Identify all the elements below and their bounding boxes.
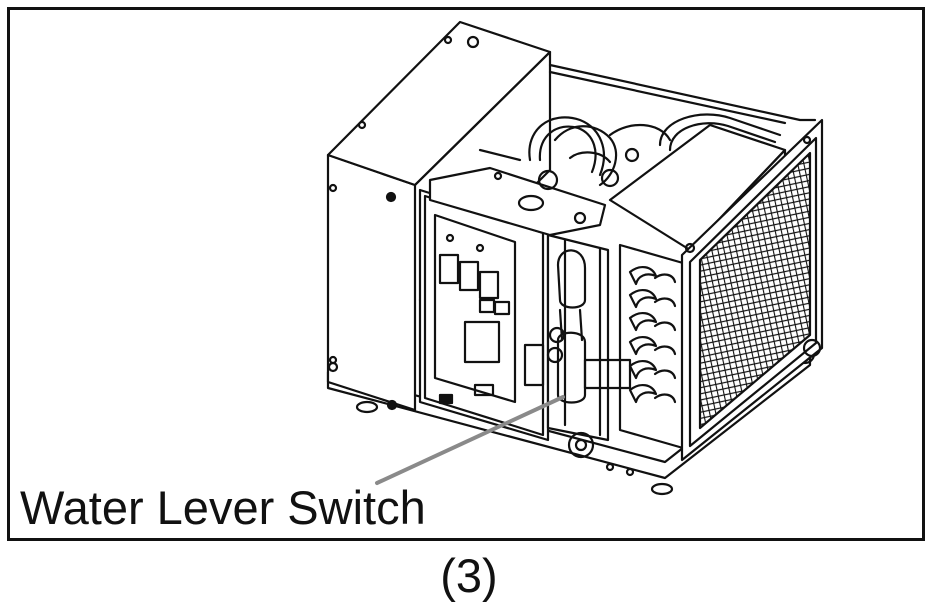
relay-2 bbox=[458, 260, 480, 292]
pipe-loop-2 bbox=[553, 125, 618, 187]
callout-label: Water Lever Switch bbox=[20, 481, 426, 534]
relay-3 bbox=[478, 270, 500, 300]
unit-illustration bbox=[326, 20, 824, 496]
rear-top-rail bbox=[548, 63, 817, 122]
figure-frame bbox=[7, 7, 925, 541]
callout-leader-line bbox=[375, 395, 565, 485]
foot-front-left bbox=[355, 400, 379, 414]
pipe-rear bbox=[658, 113, 782, 147]
pipe-loop-1 bbox=[528, 116, 605, 177]
foot-front-right bbox=[650, 482, 674, 496]
grille-mesh bbox=[698, 151, 812, 430]
transformer bbox=[463, 320, 501, 364]
control-board bbox=[433, 213, 517, 404]
pipe-loop-3 bbox=[608, 123, 672, 142]
float-tube bbox=[556, 249, 587, 309]
figure-number: (3) bbox=[440, 549, 498, 602]
bracket-top bbox=[428, 166, 607, 237]
side-panel-front bbox=[326, 153, 417, 412]
relay-1 bbox=[438, 253, 460, 285]
coil-loops bbox=[628, 266, 677, 404]
